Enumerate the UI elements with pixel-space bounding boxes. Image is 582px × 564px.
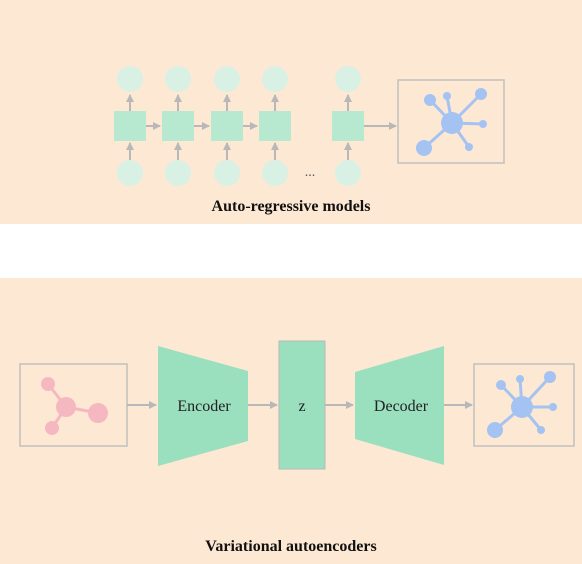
rnn-column-3	[211, 66, 243, 186]
auto-regressive-caption: Auto-regressive models	[211, 198, 371, 215]
encoder-label: Encoder	[177, 398, 231, 415]
latent-label: z	[298, 398, 305, 415]
vae-caption: Variational autoencoders	[205, 538, 377, 555]
output-node	[117, 66, 143, 92]
rnn-cell	[332, 111, 364, 141]
output-molecule-frame	[473, 363, 575, 447]
input-node	[165, 160, 191, 186]
input-node	[117, 160, 143, 186]
input-molecule-frame	[19, 363, 128, 447]
decoder-label: Decoder	[374, 398, 429, 415]
output-node	[335, 66, 361, 92]
input-node	[214, 160, 240, 186]
rnn-column-5	[332, 66, 364, 186]
decoder-block	[355, 346, 444, 465]
output-node	[165, 66, 191, 92]
rnn-column-1	[114, 66, 146, 186]
output-node	[262, 66, 288, 92]
rnn-column-4	[259, 66, 291, 186]
input-node	[335, 160, 361, 186]
output-node	[214, 66, 240, 92]
molecule-pink-icon	[41, 377, 108, 435]
input-node	[262, 160, 288, 186]
molecule-blue-icon	[487, 371, 557, 438]
rnn-cell	[259, 111, 291, 141]
generated-molecule-frame	[397, 79, 505, 164]
rnn-cell	[211, 111, 243, 141]
rnn-cell	[114, 111, 146, 141]
rnn-column-2	[162, 66, 194, 186]
rnn-cell	[162, 111, 194, 141]
encoder-block	[158, 346, 248, 466]
ellipsis: ...	[305, 165, 316, 180]
molecule-blue-icon	[416, 88, 487, 156]
